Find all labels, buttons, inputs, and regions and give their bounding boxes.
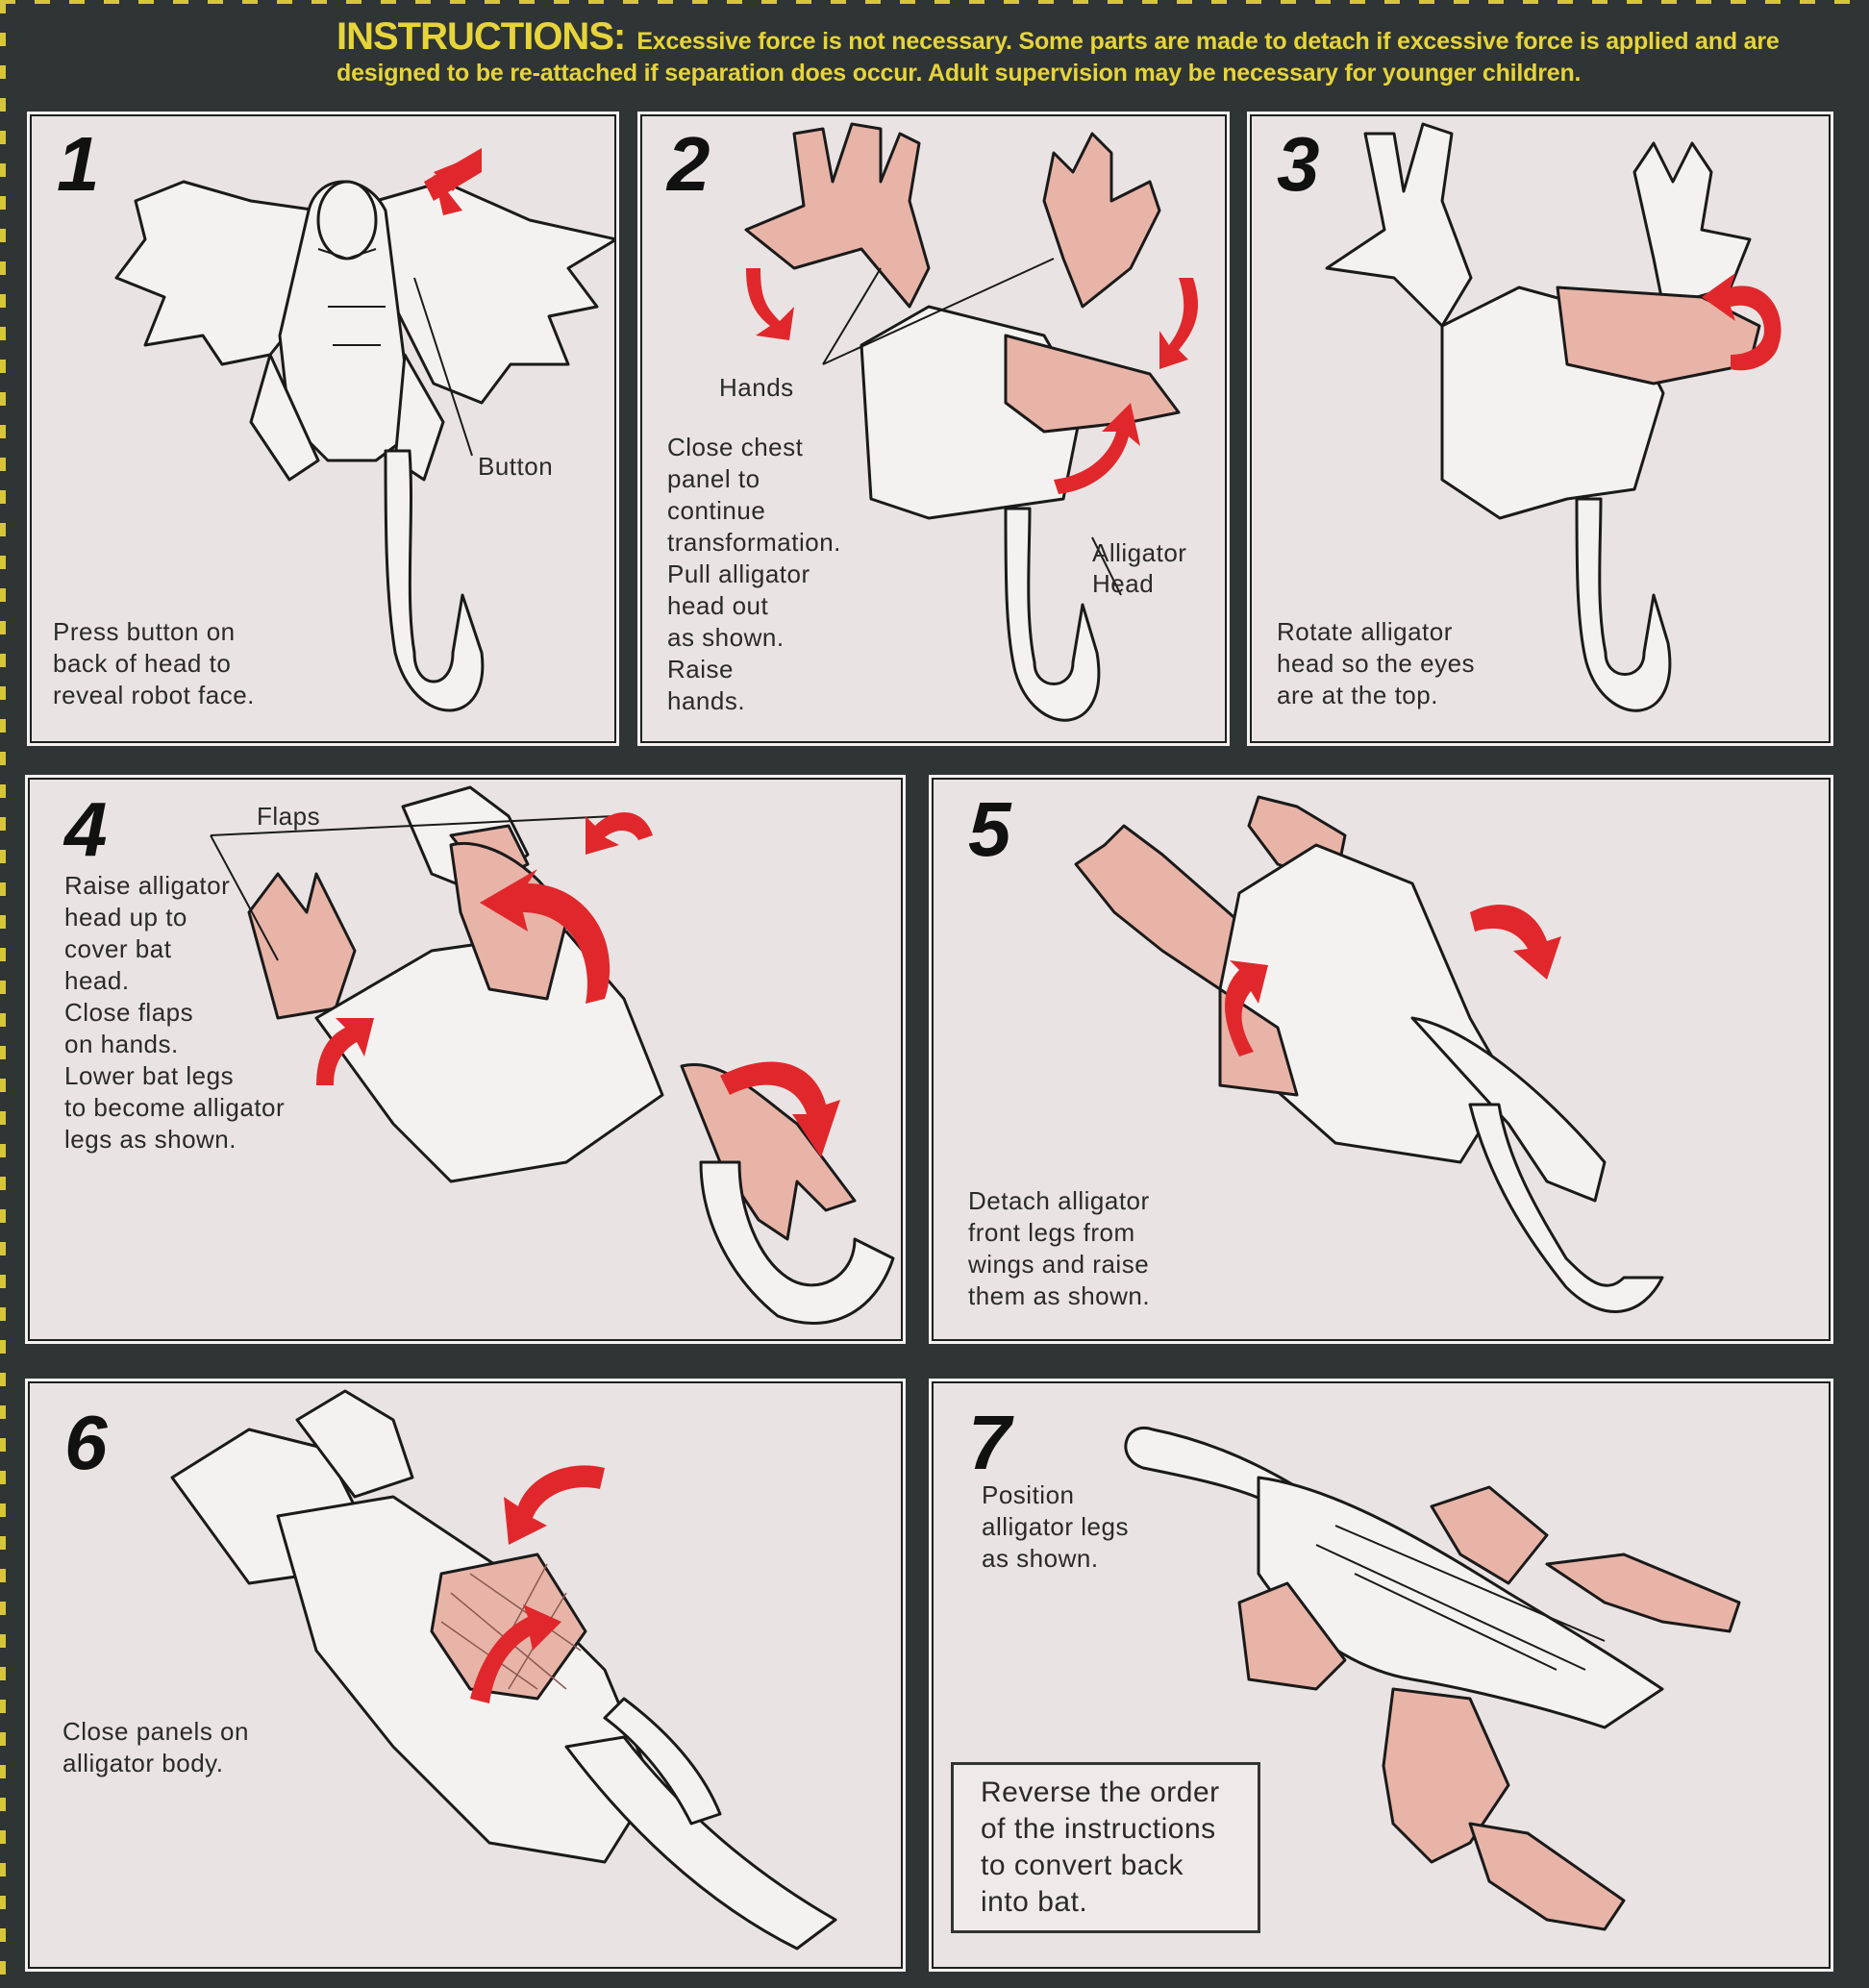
step-2-illustration	[744, 122, 1198, 722]
step-7-panel: 7 Position alligator legs as shown. Reve…	[929, 1379, 1833, 1972]
instructions-heading: INSTRUCTIONS:	[336, 15, 626, 58]
step-6-illustration	[170, 1389, 837, 1951]
step-3-text: Rotate alligator head so the eyes are at…	[1277, 617, 1476, 709]
step-6-text: Close panels on alligator body.	[62, 1717, 249, 1777]
step-3-panel: 3 Rotate alligator head so the eyes are …	[1247, 112, 1833, 746]
step-6-number: 6	[64, 1400, 108, 1485]
step-1-illustration	[114, 148, 616, 712]
step-5-number: 5	[968, 786, 1011, 872]
step-1-number: 1	[57, 121, 100, 207]
step-4-panel: 4 Flaps Raise alligator head up to cover…	[25, 775, 906, 1344]
step-1-panel: 1 Button Press button on back of head to…	[27, 112, 619, 746]
step-3-illustration	[1325, 122, 1782, 712]
step-4-number: 4	[64, 786, 108, 872]
step-4-illustration	[210, 785, 895, 1325]
step-2-panel: 2 Hands Alligator Head Close chest panel…	[637, 112, 1230, 746]
step-2-number: 2	[667, 121, 710, 207]
step-2-text: Close chest panel to continue transforma…	[667, 433, 841, 715]
reverse-order-note: Reverse the order of the instructions to…	[951, 1762, 1260, 1933]
step-6-panel: 6 Close panels on alligator body.	[25, 1379, 906, 1972]
step-3-number: 3	[1277, 121, 1320, 207]
border-dashes-top	[0, 0, 1869, 4]
button-label: Button	[478, 452, 554, 481]
instructions-header: INSTRUCTIONS:Excessive force is not nece…	[336, 17, 1836, 89]
border-dashes-left	[0, 0, 6, 1988]
flaps-label: Flaps	[257, 802, 321, 831]
step-7-illustration	[1124, 1426, 1741, 1931]
step-7-text: Position alligator legs as shown.	[982, 1480, 1129, 1573]
alligator-head-label: Alligator Head	[1092, 538, 1187, 598]
step-5-panel: 5 Detach alligator front legs from wings…	[929, 775, 1833, 1344]
step-7-number: 7	[968, 1400, 1011, 1485]
step-4-text: Raise alligator head up to cover bat hea…	[64, 871, 286, 1154]
step-5-illustration	[1074, 795, 1664, 1313]
hands-label: Hands	[719, 373, 794, 402]
step-5-text: Detach alligator front legs from wings a…	[968, 1186, 1151, 1310]
step-1-text: Press button on back of head to reveal r…	[53, 617, 255, 709]
instructions-warning: Excessive force is not necessary. Some p…	[336, 28, 1780, 87]
